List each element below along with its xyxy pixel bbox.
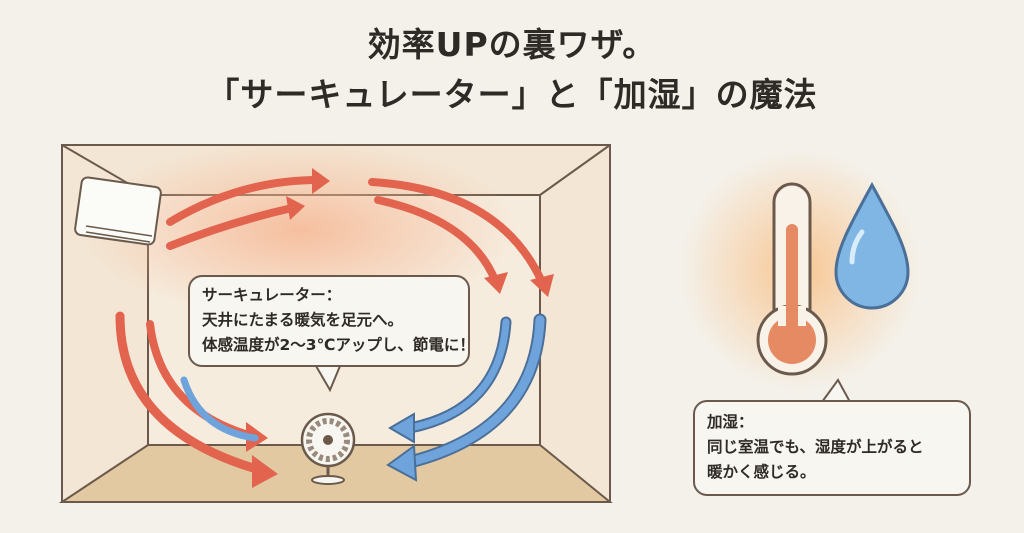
warm-arrow	[166, 176, 322, 226]
air-conditioner	[74, 176, 162, 246]
warm-arrow	[368, 178, 546, 286]
callout-heading: サーキュレーター：	[202, 286, 342, 304]
callout-text: 天井にたまる暖気を足元へ。	[202, 311, 404, 329]
callout-heading: 加湿：	[707, 413, 754, 431]
humidity-illustration	[680, 150, 920, 390]
callout-text: 同じ室温でも、湿度が上がると	[707, 438, 924, 456]
title-line-1: 効率UPの裏ワザ。	[367, 25, 657, 64]
warm-arrow	[115, 311, 265, 475]
callout-text: 暖かく感じる。	[707, 463, 816, 481]
cool-arrow	[405, 315, 545, 467]
cool-air-arrows	[180, 313, 547, 482]
water-drop-icon	[834, 181, 910, 310]
circulator-callout: サーキュレーター： 天井にたまる暖気を足元へ。 体感温度が2〜3℃アップし、節電…	[188, 275, 475, 367]
warm-arrow	[374, 196, 499, 284]
warm-arrow	[166, 204, 296, 250]
circulator-fan-icon	[300, 412, 356, 485]
callout-text: 体感温度が2〜3℃アップし、節電に！	[202, 336, 475, 354]
cool-arrow	[180, 376, 259, 442]
humidify-callout: 加湿： 同じ室温でも、湿度が上がると 暖かく感じる。	[693, 400, 971, 496]
thermometer-icon	[756, 182, 828, 376]
title-line-2: 「サーキュレーター」と「加湿」の魔法	[206, 75, 818, 114]
cool-arrow	[406, 318, 510, 432]
